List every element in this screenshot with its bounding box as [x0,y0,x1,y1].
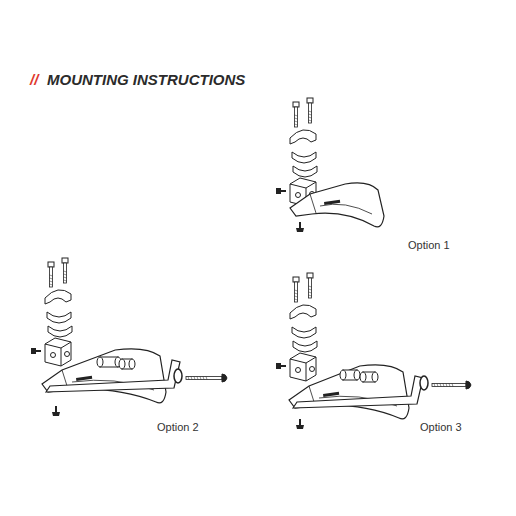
spacer [119,359,135,369]
bolt [62,258,68,283]
mount-block [290,353,316,381]
side-screw [31,348,41,354]
spacer [97,357,121,367]
bottom-screw [296,222,304,232]
option-2-assembly [31,258,227,416]
upper-clamp [290,305,316,319]
bottom-screw [52,406,60,416]
mount-block [45,338,71,366]
end-cap [420,376,428,390]
clamp-shell [47,312,71,323]
clamp-shell [293,341,317,352]
bolt [307,98,313,123]
brace-bar [293,376,423,408]
bolt [293,102,299,127]
clamp-shell [48,326,72,337]
clamp-shell [293,166,317,177]
option-label: Option 3 [420,421,462,433]
handguard [42,349,166,403]
handguard [290,183,384,227]
option-label: Option 1 [408,239,450,251]
spacer [360,372,378,382]
bolt [307,273,313,298]
option-label: Option 2 [157,421,199,433]
bottom-screw [296,419,304,429]
upper-clamp [290,130,316,144]
side-screw [276,363,286,369]
clamp-shell [292,327,316,338]
bolt [293,277,299,302]
title-mark: // [30,72,38,89]
option-3-assembly [276,273,471,429]
clamp-shell [292,152,316,163]
end-cap [174,369,182,383]
upper-clamp [45,290,71,304]
long-bolt [186,374,227,382]
page-title: MOUNTING INSTRUCTIONS [47,72,245,89]
option-1-assembly [276,98,384,232]
handguard [289,365,409,419]
side-screw [276,188,286,194]
spacer [340,370,360,380]
bolt [48,262,54,287]
long-bolt [432,381,471,389]
